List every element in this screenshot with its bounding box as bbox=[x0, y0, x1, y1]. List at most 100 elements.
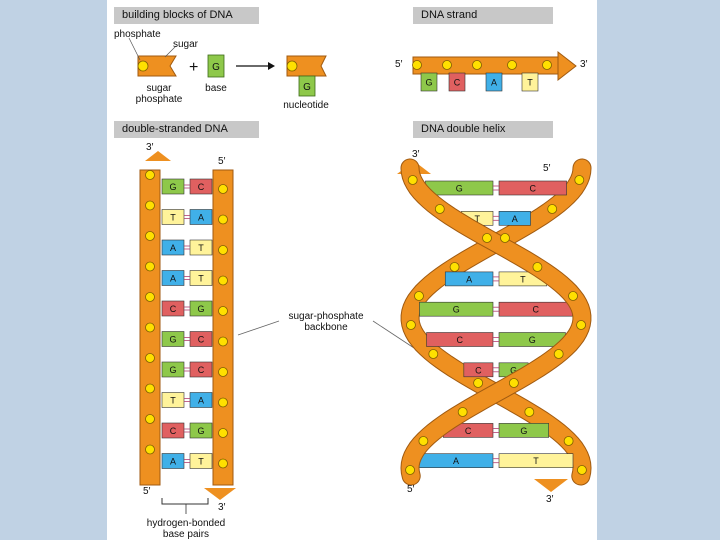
helix-right-3prime: 3′ bbox=[546, 494, 554, 505]
helix-base-left-6 bbox=[463, 362, 494, 378]
strand-backbone bbox=[412, 56, 559, 75]
ladder-base-right-7-letter: A bbox=[198, 396, 204, 406]
helix-base-right-1-letter: A bbox=[512, 214, 518, 224]
helix-phosphate-0-3 bbox=[532, 262, 543, 272]
ladder-right-5prime: 5′ bbox=[218, 156, 226, 167]
ladder-base-right-4 bbox=[189, 300, 213, 317]
ladder-base-left-2 bbox=[161, 239, 185, 256]
helix-phosphate-0-6 bbox=[553, 349, 564, 359]
helix-base-right-1 bbox=[498, 211, 531, 226]
ladder-phosphate-right-0 bbox=[218, 184, 228, 194]
nucleotide-base bbox=[298, 75, 316, 97]
ladder-phosphate-left-9 bbox=[145, 444, 155, 455]
ladder-base-right-4-letter: G bbox=[197, 304, 204, 314]
ladder-phosphate-right-4 bbox=[218, 306, 228, 316]
backbone-callout: sugar-phosphate backbone bbox=[237, 311, 415, 349]
strand-arrow bbox=[557, 50, 577, 82]
sugar-phosphate-label-2: phosphate bbox=[136, 94, 183, 105]
ladder-right-3prime: 3′ bbox=[218, 502, 226, 513]
ladder-base-left-5 bbox=[161, 331, 185, 347]
header-double-helix: DNA double helix bbox=[413, 121, 553, 138]
ladder-base-right-9-letter: T bbox=[198, 457, 204, 467]
ladder-phosphate-right-7 bbox=[218, 397, 228, 408]
ladder-base-left-8 bbox=[161, 422, 185, 439]
helix-base-right-5-letter: G bbox=[529, 335, 536, 345]
helix-base-right-9 bbox=[498, 453, 574, 469]
helix-base-right-0 bbox=[498, 180, 567, 196]
ladder-base-left-4-letter: C bbox=[170, 304, 177, 314]
ladder-phosphate-left-8 bbox=[145, 414, 155, 424]
phosphate-label: phosphate bbox=[114, 29, 161, 40]
helix-phosphate-1-2 bbox=[500, 233, 510, 243]
ladder-left-3prime: 3′ bbox=[146, 142, 154, 153]
helix-phosphate-1-7 bbox=[473, 378, 484, 388]
helix-phosphate-1-0 bbox=[574, 175, 585, 185]
ladder-phosphate-left-6 bbox=[145, 353, 155, 363]
ladder-base-right-5-letter: C bbox=[198, 335, 205, 345]
strand-base-0 bbox=[420, 72, 438, 92]
ladder-base-right-8 bbox=[189, 422, 213, 439]
ladder-base-left-1-letter: T bbox=[170, 213, 176, 223]
helix-phosphate-1-5 bbox=[406, 320, 416, 330]
helix-right-5prime: 5′ bbox=[543, 163, 551, 174]
helix-phosphate-1-10 bbox=[577, 465, 587, 475]
nucleotide-sugar bbox=[286, 55, 327, 77]
ladder-top-arrow bbox=[145, 151, 171, 161]
helix-base-left-3-letter: A bbox=[466, 274, 472, 284]
strand-base-2-letter: A bbox=[491, 78, 497, 88]
ladder-base-left-0 bbox=[161, 178, 185, 195]
ladder-base-right-1-letter: A bbox=[198, 213, 204, 223]
nucleotide-phosphate bbox=[286, 60, 298, 72]
ladder-base-right-6-letter: C bbox=[198, 365, 205, 375]
base-label: base bbox=[205, 83, 227, 94]
helix-phosphate-1-3 bbox=[449, 262, 460, 272]
helix-phosphate-0-10 bbox=[405, 465, 415, 475]
ladder-phosphate-right-8 bbox=[218, 428, 228, 438]
ladder-base-left-7-letter: T bbox=[170, 396, 176, 406]
ladder-base-left-8-letter: C bbox=[170, 426, 177, 436]
strand-phosphate-0 bbox=[412, 60, 422, 70]
helix-phosphate-1-6 bbox=[428, 349, 439, 359]
ladder-base-right-3-letter: T bbox=[198, 274, 204, 284]
helix-phosphate-0-2 bbox=[482, 233, 492, 243]
sugar-label: sugar bbox=[173, 39, 199, 50]
backbone-label-2: backbone bbox=[304, 322, 348, 333]
helix-phosphate-1-1 bbox=[547, 204, 558, 214]
hbond-label-2: base pairs bbox=[163, 529, 209, 540]
hbond-label-1: hydrogen-bonded bbox=[147, 518, 225, 529]
ladder-phosphate-right-1 bbox=[218, 214, 228, 225]
helix-phosphate-0-7 bbox=[508, 378, 519, 388]
helix-phosphate-1-4 bbox=[414, 291, 424, 301]
helix-base-right-0-letter: C bbox=[530, 184, 537, 194]
ladder-base-right-0-letter: C bbox=[198, 182, 205, 192]
backbone-label-1: sugar-phosphate bbox=[288, 311, 363, 322]
strand-base-1 bbox=[448, 72, 466, 92]
ladder-phosphate-left-5 bbox=[145, 322, 155, 333]
ladder-base-left-9 bbox=[161, 453, 185, 469]
ladder-base-left-4 bbox=[161, 300, 185, 317]
ladder-base-right-3 bbox=[189, 270, 213, 286]
ladder-phosphate-left-1 bbox=[145, 200, 155, 211]
helix-base-left-6-letter: C bbox=[475, 365, 482, 375]
helix-left-3prime: 3′ bbox=[412, 149, 420, 160]
ladder-phosphate-right-5 bbox=[218, 336, 228, 347]
ladder-base-right-2-letter: T bbox=[198, 243, 204, 253]
strand-phosphate-2 bbox=[472, 60, 482, 70]
helix-phosphate-0-1 bbox=[434, 204, 445, 214]
ladder-base-left-1 bbox=[161, 209, 185, 225]
helix-bottom-arrow bbox=[534, 479, 568, 492]
strand-phosphate-3 bbox=[507, 60, 517, 70]
helix-base-left-1-letter: T bbox=[474, 214, 480, 224]
nucleotide-base-letter: G bbox=[303, 82, 311, 93]
helix-base-left-5 bbox=[426, 332, 494, 347]
helix-front-strand bbox=[400, 158, 592, 486]
ladder-base-left-2-letter: A bbox=[170, 243, 176, 253]
helix-base-left-0-letter: G bbox=[456, 184, 463, 194]
header-double-stranded: double-stranded DNA bbox=[114, 121, 259, 138]
